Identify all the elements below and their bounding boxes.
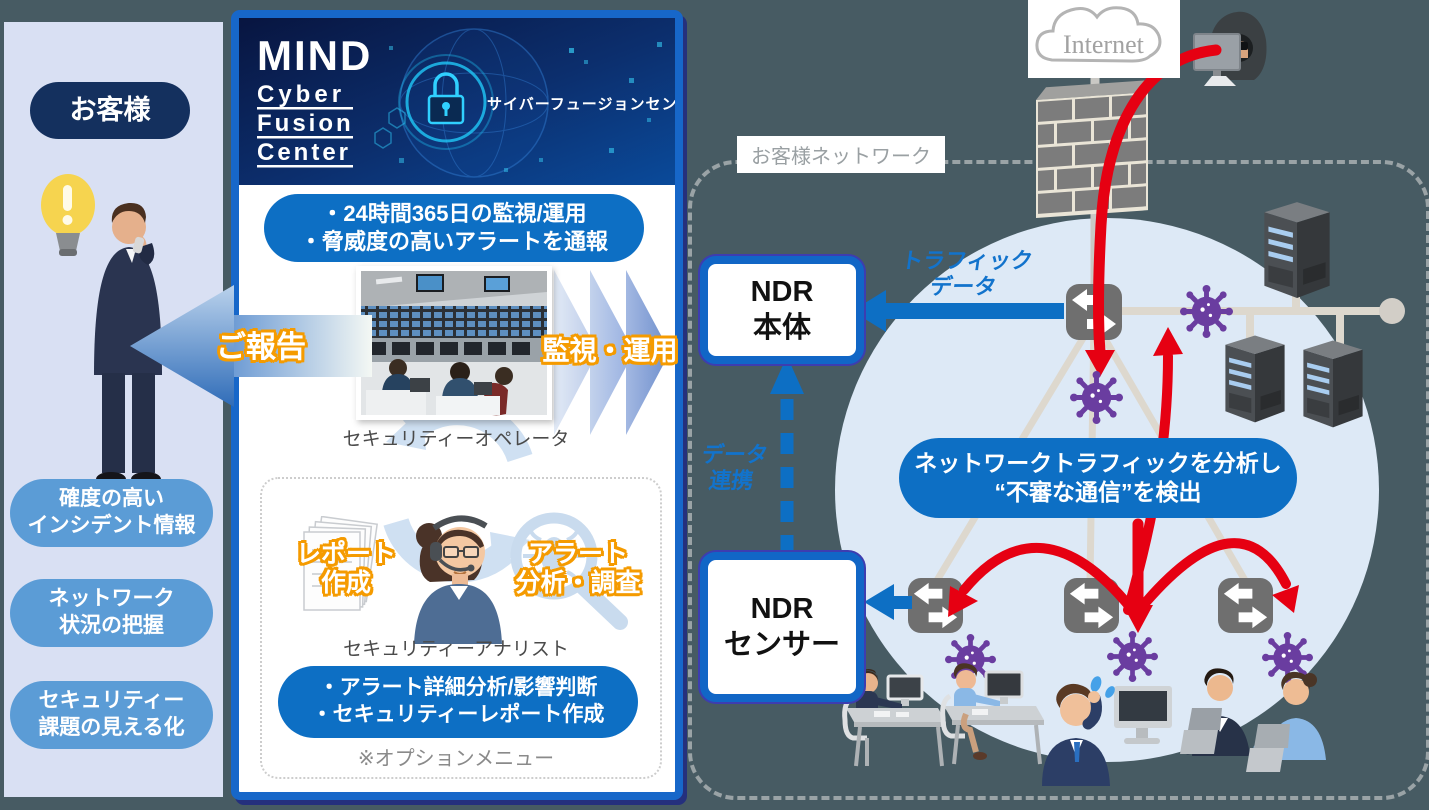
banner-subtitle: サイバーフュージョンセンター <box>487 96 675 113</box>
banner-brand-fusion: Fusion <box>257 110 354 137</box>
server-icon <box>1225 335 1285 423</box>
ndr-main-box: NDR 本体 <box>700 256 864 364</box>
analyst-caption: セキュリティーアナリスト <box>343 639 569 660</box>
banner-brand-center: Center <box>257 139 351 166</box>
virus-icon <box>1070 371 1123 424</box>
monitoring-chevrons <box>554 270 670 435</box>
banner-lock-icon <box>398 54 494 150</box>
monitoring-point: ・24時間365日の監視/運用 <box>321 200 587 226</box>
operator-silhouettes <box>366 359 513 416</box>
network-boundary-label-text: お客様ネットワーク <box>751 146 931 168</box>
customer-title-pill: お客様 <box>30 82 190 139</box>
virus-icon <box>1180 285 1233 338</box>
data-link-line: 連携 <box>707 468 755 494</box>
benefit-pill-incident: 確度の高い インシデント情報 <box>10 479 213 547</box>
monitoring-points-pill: ・24時間365日の監視/運用 ・脅威度の高いアラートを通報 <box>264 194 644 262</box>
detection-callout-pill: ネットワークトラフィックを分析し “不審な通信”を検出 <box>899 438 1297 518</box>
laptop-workers <box>1180 668 1326 772</box>
banner-circuit-dots <box>389 42 662 172</box>
ndr-main-line: NDR <box>750 275 814 308</box>
benefit-line: 確度の高い <box>59 487 164 511</box>
alert-task-line: アラート <box>527 540 628 568</box>
banner-brand-cyber: Cyber <box>257 81 345 108</box>
ndr-sensor-line: NDR <box>750 592 814 625</box>
report-task-label: レポート 作成 <box>288 540 404 598</box>
analyst-point: ・アラート詳細分析/影響判断 <box>318 676 598 700</box>
benefit-line: ネットワーク <box>48 587 175 611</box>
ndr-main-line: 本体 <box>752 312 811 344</box>
worker-desk-2 <box>940 663 1044 765</box>
network-boundary-label: お客様ネットワーク <box>737 136 945 173</box>
banner-hexagons <box>374 107 406 149</box>
internet-cloud: Internet <box>1028 0 1180 78</box>
benefit-line: インシデント情報 <box>27 514 196 537</box>
report-task-line: レポート <box>295 540 396 568</box>
analyst-point: ・セキュリティーレポート作成 <box>311 703 605 726</box>
data-link-line: データ <box>700 442 770 467</box>
option-menu-note: ※オプションメニュー <box>357 748 555 770</box>
alert-analysis-icon <box>510 512 628 630</box>
customer-title: お客様 <box>69 95 151 126</box>
worried-worker <box>1042 676 1172 786</box>
sensor-arrow <box>864 584 912 620</box>
report-arrow-label: ご報告 <box>216 331 306 364</box>
report-task-line: 作成 <box>320 568 371 597</box>
alert-task-line: 分析・調査 <box>515 568 641 597</box>
benefit-pill-network: ネットワーク 状況の把握 <box>10 579 213 647</box>
ndr-sensor-box: NDR センサー <box>700 552 864 702</box>
fusion-center-banner: MIND Cyber Fusion Center サイバーフュージョンセンター <box>239 18 675 185</box>
hacker-icon <box>1193 11 1267 86</box>
traffic-data-line: データ <box>928 274 998 300</box>
monitoring-point: ・脅威度の高いアラートを通報 <box>299 229 608 254</box>
benefit-line: セキュリティー <box>38 689 185 713</box>
internet-label: Internet <box>1063 30 1145 59</box>
traffic-data-label: トラフィック データ <box>894 248 1035 301</box>
operator-caption: セキュリティーオペレータ <box>342 429 570 450</box>
server-icon <box>1264 202 1330 298</box>
benefit-line: 課題の見える化 <box>38 716 185 739</box>
benefit-line: 状況の把握 <box>59 614 164 637</box>
detection-line: “不審な通信”を検出 <box>994 479 1202 505</box>
analyst-illustration <box>414 515 502 644</box>
alert-task-label: アラート 分析・調査 <box>508 540 648 598</box>
attack-arrowheads <box>948 327 1299 633</box>
analyst-points-pill: ・アラート詳細分析/影響判断 ・セキュリティーレポート作成 <box>278 666 638 738</box>
analyst-glasses <box>443 546 479 558</box>
cloud-icon: Internet <box>1035 6 1162 63</box>
data-link-label: データ 連携 <box>686 442 779 495</box>
data-link-arrow <box>770 356 804 556</box>
report-papers-icon <box>303 516 379 611</box>
report-arrow <box>130 285 372 407</box>
traffic-arrow <box>852 290 1064 332</box>
server-icon <box>1303 340 1363 428</box>
operators-photo <box>356 266 552 420</box>
option-menu-box <box>260 477 662 779</box>
ndr-sensor-line: センサー <box>723 629 840 661</box>
switch-icon-right <box>1218 578 1273 633</box>
analyst-headset <box>430 515 488 572</box>
detection-line: ネットワークトラフィックを分析し <box>914 449 1282 476</box>
benefit-pill-visibility: セキュリティー 課題の見える化 <box>10 681 213 749</box>
monitoring-arrow-label: 監視・運用 <box>542 336 678 366</box>
virus-icon <box>1107 631 1158 682</box>
traffic-data-line: トラフィック <box>899 248 1035 273</box>
idea-bulb-icon <box>41 174 95 256</box>
banner-brand: MIND <box>257 32 372 79</box>
